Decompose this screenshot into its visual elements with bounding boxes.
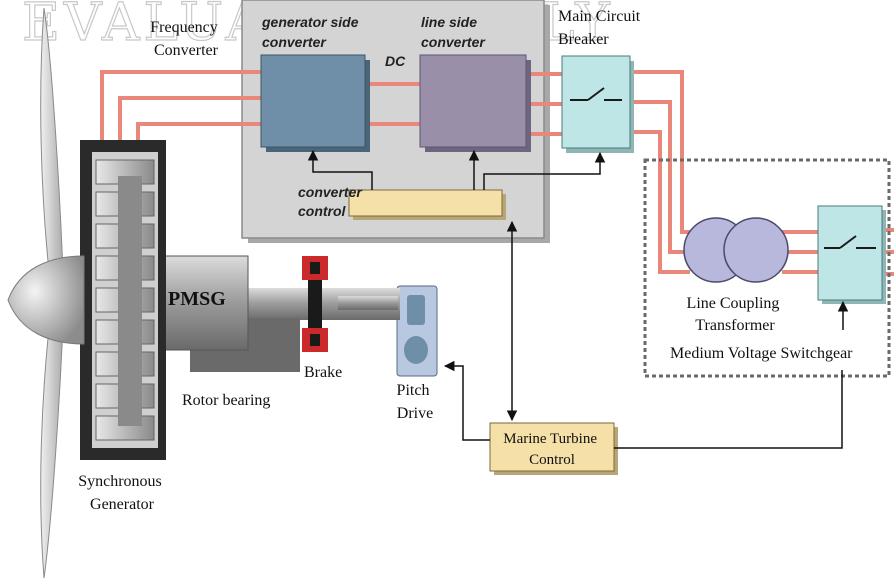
pitch-drive-label: Pitch Drive	[397, 382, 434, 422]
dc-link-lines	[368, 82, 420, 126]
shaft-extension	[338, 296, 398, 310]
brake-pad-top	[310, 262, 320, 274]
turbine-control-lines	[443, 360, 843, 449]
main-circuit-breaker	[561, 55, 631, 149]
generator-side-converter-label: generator side converter	[261, 14, 362, 50]
turbine-blade-upper	[40, 7, 65, 299]
pitch-drive-knob	[404, 336, 428, 364]
synchronous-generator-label: Synchronous Generator	[78, 473, 166, 513]
medium-voltage-switchgear-enclosure	[643, 158, 891, 378]
converter-control-box	[348, 189, 503, 217]
line-side-converter	[419, 54, 527, 148]
generator-power-lines	[100, 70, 262, 142]
transformer-coil-right	[723, 217, 789, 283]
brake-label: Brake	[304, 364, 342, 381]
brake-pad-bottom	[310, 334, 320, 346]
pmsg-label: PMSG	[168, 288, 226, 310]
rotor-bearing-label: Rotor bearing	[182, 392, 270, 409]
dc-label: DC	[385, 53, 406, 69]
main-circuit-breaker-label: Main Circuit Breaker	[558, 8, 644, 48]
frequency-converter-label: Frequency Converter	[150, 19, 222, 59]
converter-breaker-lines	[528, 72, 562, 136]
switchgear-breaker	[817, 205, 883, 301]
generator-rotor-core	[118, 176, 142, 426]
line-coupling-transformer-label: Line Coupling Transformer	[687, 295, 784, 334]
medium-voltage-switchgear-label: Medium Voltage Switchgear	[670, 345, 853, 362]
converter-control-label: converter control	[298, 184, 366, 219]
turbine-blade-lower	[40, 301, 65, 579]
breaker-transformer-lines	[630, 70, 690, 274]
converter-control-arrows	[307, 149, 606, 422]
marine-turbine-control-label: Marine Turbine Control	[503, 431, 601, 468]
pitch-drive-panel	[407, 295, 425, 325]
turbine-hub	[7, 255, 85, 345]
marine-turbine-control-box	[489, 422, 615, 472]
breaker-switch-icon	[570, 87, 622, 101]
switchgear-switch-icon	[824, 235, 876, 249]
line-side-converter-label: line side converter	[421, 14, 486, 50]
generator-side-converter	[260, 54, 366, 148]
